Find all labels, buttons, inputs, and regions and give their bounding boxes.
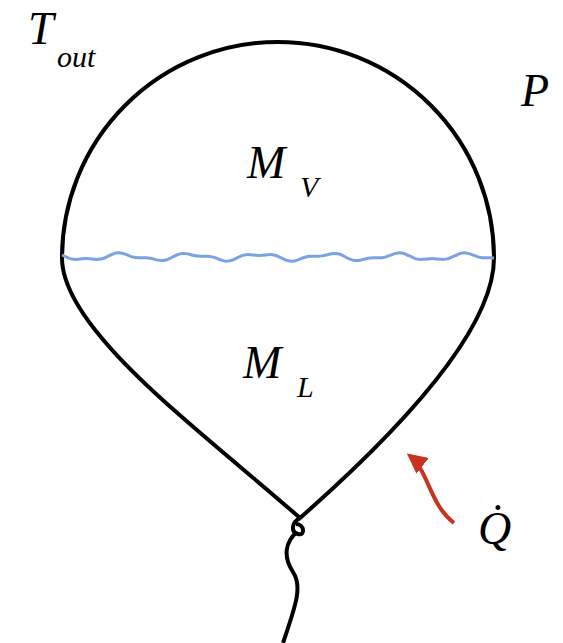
- balloon-outline: [62, 42, 494, 518]
- mass-subscript: V: [300, 172, 318, 202]
- mass-symbol: M: [243, 340, 281, 386]
- heat-arrow: [410, 456, 454, 523]
- pressure-symbol: P: [521, 68, 549, 114]
- mass-symbol: M: [247, 140, 285, 186]
- temperature-subscript: out: [57, 42, 95, 72]
- temperature-symbol: T: [28, 6, 54, 52]
- balloon-string: [283, 532, 298, 643]
- heat-rate-symbol: Q̇: [478, 506, 511, 552]
- liquid-surface: [62, 253, 494, 261]
- mass-subscript: L: [297, 372, 314, 402]
